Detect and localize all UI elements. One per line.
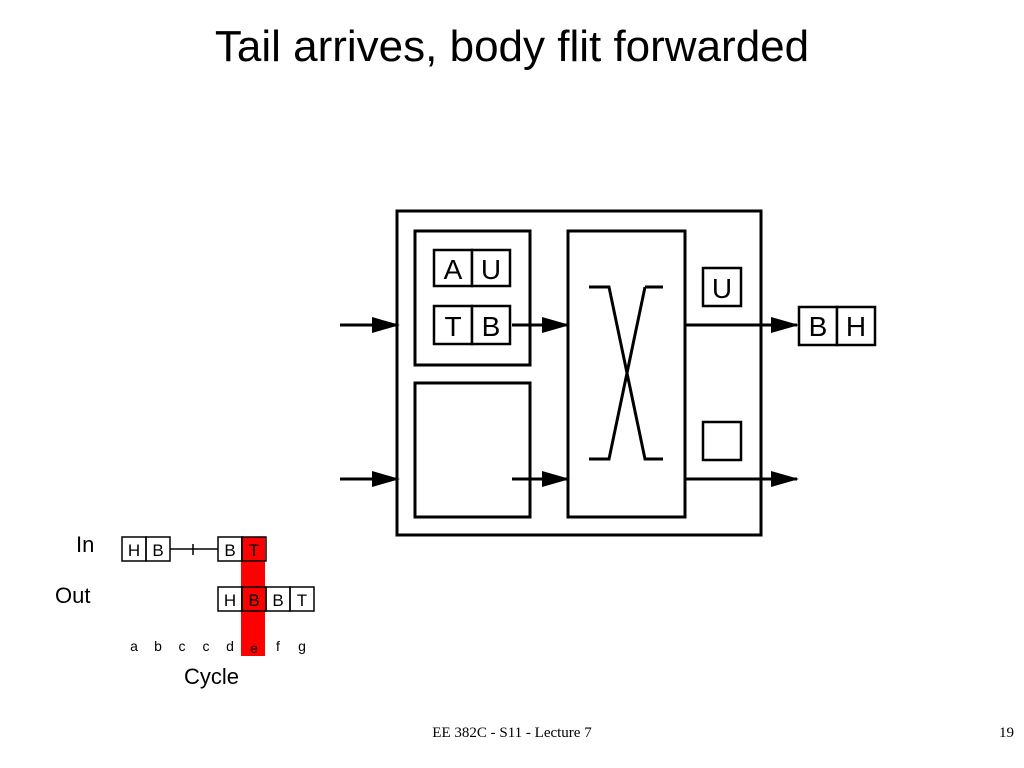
output-flits: B H [797, 305, 877, 347]
out-flit: T [297, 591, 307, 610]
in-flit: T [249, 541, 259, 560]
slide-title: Tail arrives, body flit forwarded [214, 22, 810, 71]
cycle-tick: e [250, 640, 258, 656]
slide-footer: EE 382C - S11 - Lecture 7 [432, 725, 592, 741]
out-label: Out [55, 583, 91, 608]
in-label: In [76, 532, 95, 557]
cycle-axis-label: Cycle [184, 664, 240, 689]
input-buffer-top [413, 229, 532, 367]
timeline-in-row: H B B T [121, 536, 267, 562]
flit-label: B [809, 311, 828, 342]
timeline-out-row: H B B T [217, 586, 315, 612]
flit-label: H [846, 311, 866, 342]
vc-state-top [701, 266, 743, 308]
crossbar-switch [589, 285, 663, 461]
flit-label: T [444, 311, 461, 342]
flit-label: B [482, 311, 501, 342]
cycle-tick: c [179, 638, 186, 654]
buffer-flits-bottom-row: T B [432, 304, 512, 346]
router-box [395, 209, 763, 537]
cycle-axis: a b c c d e f g [130, 638, 306, 656]
cycle-tick: g [298, 638, 306, 654]
out-flit: H [224, 591, 236, 610]
input-buffer-bottom [413, 381, 532, 519]
flit-label: A [444, 254, 463, 285]
in-flit: B [224, 541, 235, 560]
vc-state-bottom [701, 420, 743, 462]
cycle-tick: f [276, 638, 280, 654]
vc-state-top-label: U [712, 273, 732, 304]
out-flit: B [272, 591, 283, 610]
flit-label: U [481, 254, 501, 285]
buffer-flits-top-row: A U [432, 248, 512, 288]
cycle-tick: d [226, 638, 234, 654]
out-flit: B [248, 591, 259, 610]
in-flit: B [152, 541, 163, 560]
crossbar [566, 229, 687, 519]
cycle-tick: a [130, 638, 138, 654]
cycle-tick: b [154, 638, 162, 654]
page-number: 19 [999, 725, 1014, 741]
current-cycle-highlight [241, 537, 265, 656]
cycle-tick: c [203, 638, 210, 654]
in-flit: H [128, 541, 140, 560]
